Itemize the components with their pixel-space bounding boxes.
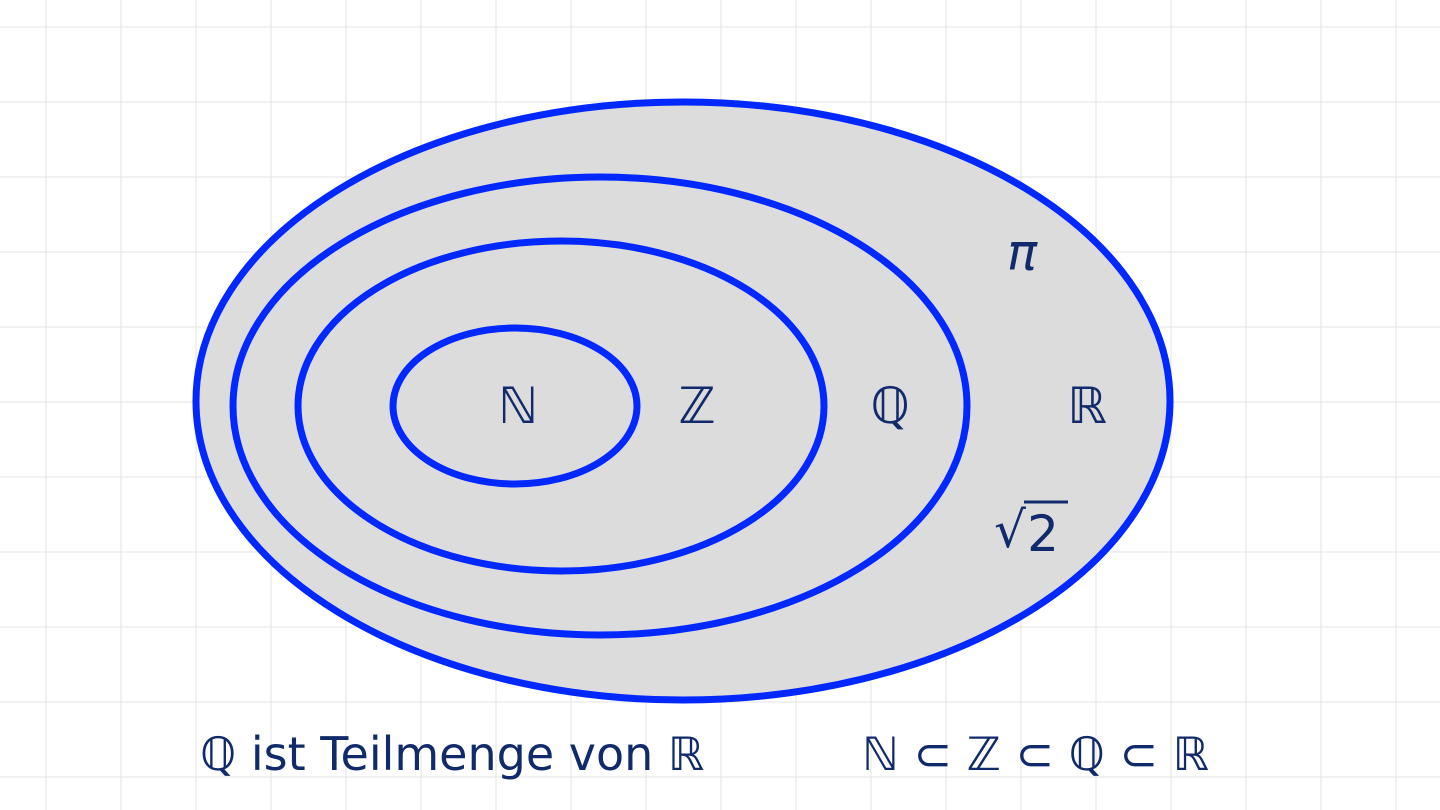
integers-label: ℤ xyxy=(678,377,715,435)
naturals-set-ellipse xyxy=(389,324,641,488)
naturals-label: ℕ xyxy=(498,377,538,435)
caption-subset-statement: ℚ ist Teilmenge von ℝ xyxy=(200,727,704,781)
reals-label: ℝ xyxy=(1067,377,1107,435)
sqrt-radical: √ xyxy=(994,501,1026,559)
sqrt2-element: √ 2 xyxy=(994,500,1068,563)
sqrt-number: 2 xyxy=(1027,505,1059,563)
caption-subset-chain: ℕ ⊂ ℤ ⊂ ℚ ⊂ ℝ xyxy=(862,727,1209,781)
rationals-label: ℚ xyxy=(870,377,909,435)
pi-element: π xyxy=(1007,224,1038,282)
